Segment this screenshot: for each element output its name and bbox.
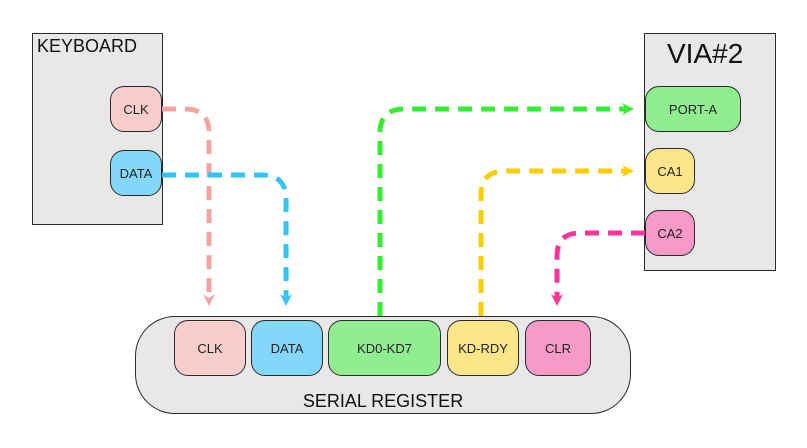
clk-wire bbox=[162, 106, 215, 306]
kdrdy-wire bbox=[478, 165, 634, 316]
via-ca1-label: CA1 bbox=[657, 163, 683, 179]
serial-register-title: SERIAL REGISTER bbox=[302, 391, 464, 411]
keyboard-title: KEYBOARD bbox=[37, 36, 138, 56]
register-kd-label: KD0-KD7 bbox=[357, 340, 412, 356]
register-data-label: DATA bbox=[270, 340, 304, 356]
register-kdrdy-port: KD-RDY bbox=[447, 320, 519, 376]
keyboard-data-port: DATA bbox=[110, 150, 162, 196]
via-title: VIA#2 bbox=[667, 38, 744, 69]
register-clk-label: CLK bbox=[197, 340, 223, 356]
via-ca2-label: CA2 bbox=[657, 225, 683, 241]
register-clr-label: CLR bbox=[544, 340, 571, 356]
via-ca2-port: CA2 bbox=[645, 210, 695, 256]
register-kd-port: KD0-KD7 bbox=[328, 320, 441, 376]
keyboard-clk-label: CLK bbox=[123, 101, 149, 117]
register-kdrdy-label: KD-RDY bbox=[458, 340, 508, 356]
register-clr-port: CLR bbox=[525, 320, 591, 376]
register-data-port: DATA bbox=[251, 320, 323, 376]
via-porta-label: PORT-A bbox=[668, 101, 718, 117]
via-ca1-port: CA1 bbox=[645, 148, 695, 194]
keyboard-clk-port: CLK bbox=[110, 86, 162, 132]
register-clk-port: CLK bbox=[174, 320, 246, 376]
keyboard-data-label: DATA bbox=[119, 165, 153, 181]
clr-wire bbox=[551, 230, 645, 306]
via-porta-port: PORT-A bbox=[645, 86, 741, 132]
kd-wire bbox=[377, 103, 634, 316]
data-wire bbox=[162, 172, 292, 306]
